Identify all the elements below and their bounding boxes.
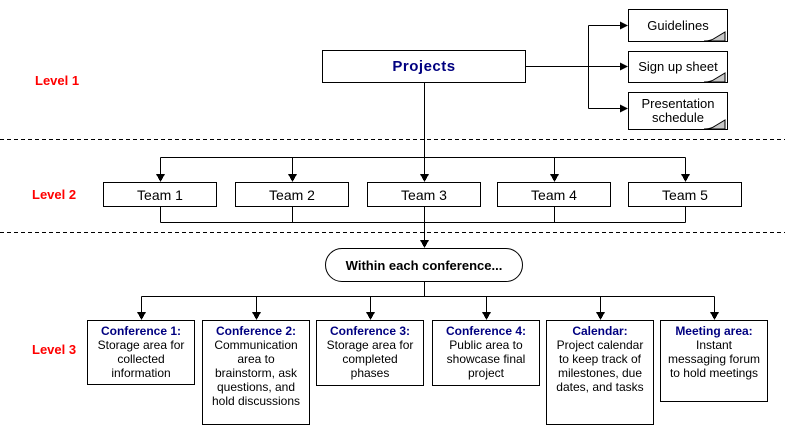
note-label: Sign up sheet — [638, 59, 718, 74]
box-body: Storage area for completed phases — [326, 338, 414, 380]
teams-to-conference-connector — [160, 207, 686, 241]
team-label: Team 1 — [137, 186, 183, 203]
team-3-box: Team 3 — [367, 182, 481, 207]
team-4-box: Team 4 — [497, 182, 611, 207]
team-label: Team 5 — [662, 186, 708, 203]
level-3-label: Level 3 — [32, 342, 77, 357]
note-guidelines: Guidelines — [628, 9, 728, 42]
note-signup-sheet: Sign up sheet — [628, 51, 728, 83]
within-each-conference-shape: Within each conference... — [325, 248, 523, 282]
team-5-box: Team 5 — [628, 182, 742, 207]
box-body: Storage area for collected information — [97, 338, 185, 380]
projects-box: Projects — [322, 50, 526, 83]
folded-corner-icon — [703, 31, 726, 42]
folded-corner-icon — [703, 119, 726, 130]
conference-1-box: Conference 1: Storage area for collected… — [87, 320, 195, 385]
box-title: Conference 2: — [215, 324, 297, 338]
box-title: Conference 3: — [329, 324, 411, 338]
folded-corner-icon — [703, 72, 726, 83]
arrowheads — [137, 21, 719, 320]
calendar-box: Calendar: Project calendar to keep track… — [546, 320, 654, 425]
conference-2-box: Conference 2: Communication area to brai… — [202, 320, 310, 425]
box-body: Communication area to brainstorm, ask qu… — [211, 338, 301, 408]
level-1-label: Level 1 — [35, 73, 80, 88]
team-2-box: Team 2 — [235, 182, 349, 207]
conference-3-box: Conference 3: Storage area for completed… — [316, 320, 424, 386]
conference-branch-connector — [141, 282, 715, 313]
box-body: Public area to showcase final project — [446, 338, 526, 380]
level-2-label: Level 2 — [32, 187, 77, 202]
note-label: Presentation schedule — [641, 96, 715, 125]
conference-4-box: Conference 4: Public area to showcase fi… — [432, 320, 540, 386]
projects-to-teams-connector — [160, 83, 686, 175]
team-label: Team 4 — [531, 186, 577, 203]
box-body: Project calendar to keep track of milest… — [556, 338, 644, 394]
team-1-box: Team 1 — [103, 182, 217, 207]
within-each-conference-label: Within each conference... — [345, 257, 503, 273]
projects-to-notes-connector — [526, 25, 621, 109]
team-label: Team 3 — [401, 186, 447, 203]
box-title: Conference 4: — [445, 324, 527, 338]
projects-label: Projects — [392, 58, 456, 75]
team-label: Team 2 — [269, 186, 315, 203]
box-title: Conference 1: — [100, 324, 182, 338]
meeting-area-box: Meeting area: Instant messaging forum to… — [660, 320, 768, 402]
note-presentation-schedule: Presentation schedule — [628, 92, 728, 130]
note-label: Guidelines — [647, 17, 709, 33]
box-body: Instant messaging forum to hold meetings — [667, 338, 761, 380]
box-title: Meeting area: — [675, 324, 753, 338]
box-title: Calendar: — [572, 324, 628, 338]
